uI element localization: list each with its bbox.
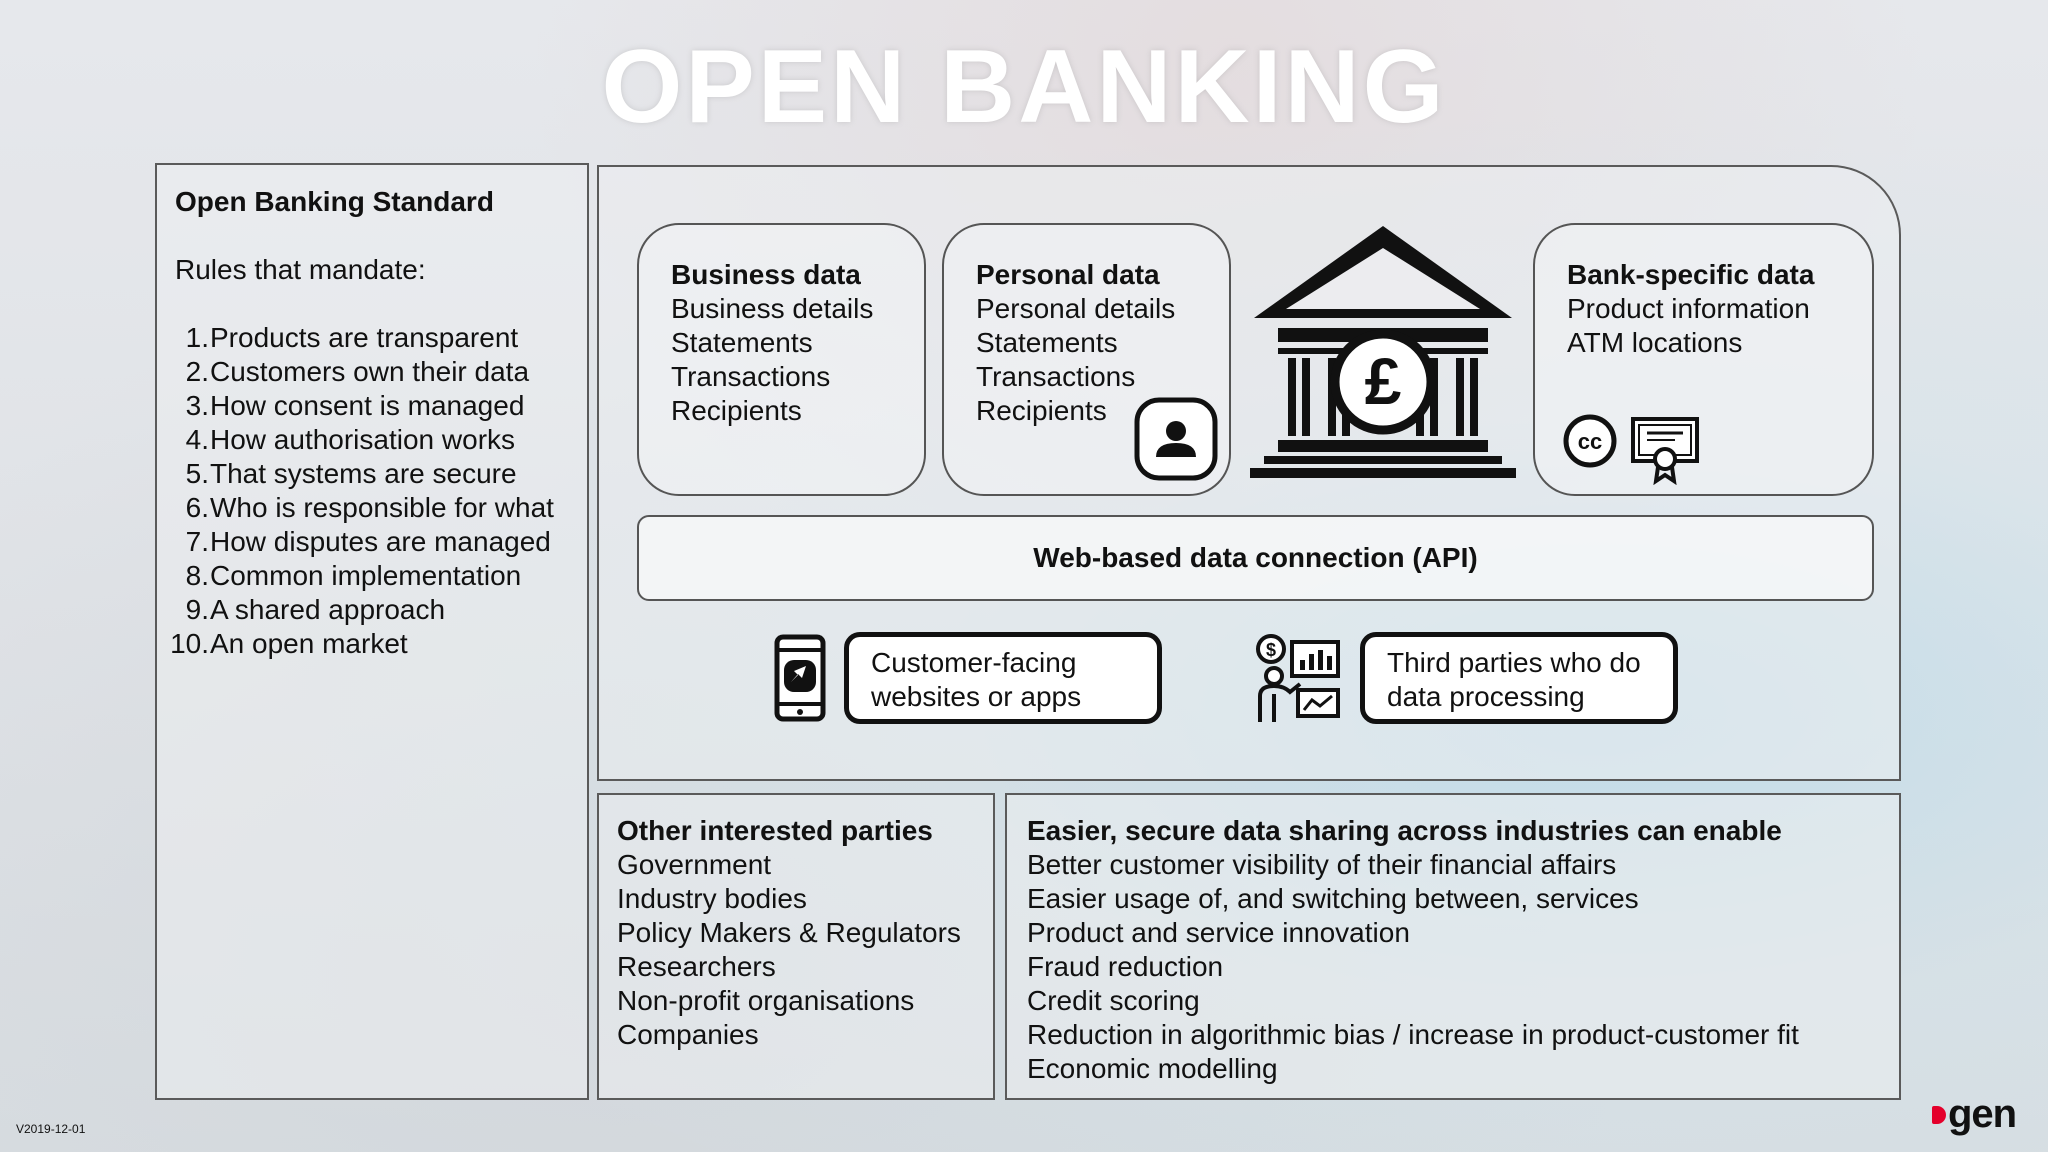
rule-item: 9.A shared approach — [157, 593, 587, 627]
rule-text: An open market — [210, 628, 408, 659]
rule-text: A shared approach — [210, 594, 446, 625]
customer-apps-line2: websites or apps — [871, 681, 1082, 712]
other-parties-item: Industry bodies — [617, 883, 807, 914]
personal-data-item: Recipients — [976, 395, 1107, 426]
rule-item: 6.Who is responsible for what — [157, 491, 587, 525]
rule-number: 6. — [185, 492, 209, 523]
rule-item: 10.An open market — [157, 627, 587, 661]
benefits-item: Credit scoring — [1027, 985, 1200, 1016]
customer-apps-box: Customer-facing websites or apps — [844, 632, 1162, 724]
bank-data-card: Bank-specific data Product information A… — [1533, 223, 1874, 496]
standard-panel: Open Banking Standard Rules that mandate… — [155, 163, 589, 1100]
rule-text: That systems are secure — [210, 458, 517, 489]
personal-data-card: Personal data Personal details Statement… — [942, 223, 1231, 496]
pound-symbol: £ — [1365, 344, 1402, 418]
rule-number: 2. — [185, 356, 209, 387]
rule-number: 1. — [185, 322, 209, 353]
bank-data-item: Product information — [1567, 293, 1810, 324]
rule-item: 2.Customers own their data — [157, 355, 587, 389]
rule-number: 7. — [185, 526, 209, 557]
rule-number: 3. — [185, 390, 209, 421]
other-parties-item: Non-profit organisations — [617, 985, 915, 1016]
standard-heading: Open Banking Standard — [175, 186, 494, 217]
rule-text: Who is responsible for what — [210, 492, 554, 523]
business-data-item: Transactions — [671, 361, 831, 392]
rule-number: 5. — [185, 458, 209, 489]
business-data-item: Recipients — [671, 395, 802, 426]
customer-apps-line1: Customer-facing — [871, 647, 1077, 678]
other-parties-item: Companies — [617, 1019, 759, 1050]
benefits-item: Easier usage of, and switching between, … — [1027, 883, 1639, 914]
api-bar: Web-based data connection (API) — [637, 515, 1874, 601]
business-data-item: Statements — [671, 327, 813, 358]
person-icon — [1134, 397, 1218, 481]
personal-data-item: Transactions — [976, 361, 1136, 392]
rule-number: 8. — [185, 560, 209, 591]
cc-label: cc — [1578, 429, 1602, 454]
rule-item: 4.How authorisation works — [157, 423, 587, 457]
third-parties-box: Third parties who do data processing — [1360, 632, 1678, 724]
phone-app-icon — [774, 634, 826, 722]
rule-item: 7.How disputes are managed — [157, 525, 587, 559]
brand-logo: gen — [1928, 1092, 2028, 1140]
api-label: Web-based data connection (API) — [1033, 542, 1478, 573]
personal-data-heading: Personal data — [976, 259, 1160, 290]
other-parties-heading: Other interested parties — [617, 815, 933, 846]
personal-data-item: Statements — [976, 327, 1118, 358]
benefits-item: Product and service innovation — [1027, 917, 1410, 948]
personal-data-item: Personal details — [976, 293, 1176, 324]
version-label: V2019-12-01 — [16, 1122, 86, 1136]
benefits-item: Fraud reduction — [1027, 951, 1224, 982]
other-parties-item: Government — [617, 849, 772, 880]
rule-text: How authorisation works — [210, 424, 516, 455]
benefits-item: Reduction in algorithmic bias / increase… — [1027, 1019, 1799, 1050]
rule-text: How disputes are managed — [210, 526, 551, 557]
business-data-heading: Business data — [671, 259, 861, 290]
third-parties-line1: Third parties who do — [1387, 647, 1641, 678]
svg-text:$: $ — [1266, 640, 1276, 660]
bank-data-item: ATM locations — [1567, 327, 1743, 358]
business-data-item: Business details — [671, 293, 874, 324]
bank-building-icon: £ — [1250, 226, 1516, 478]
rule-number: 4. — [185, 424, 209, 455]
benefits-item: Economic modelling — [1027, 1053, 1278, 1084]
other-parties-panel: Other interested parties Government Indu… — [597, 793, 995, 1100]
certificate-icon — [1631, 417, 1699, 485]
other-parties-item: Policy Makers & Regulators — [617, 917, 961, 948]
benefits-item: Better customer visibility of their fina… — [1027, 849, 1617, 880]
rule-item: 1.Products are transparent — [157, 321, 587, 355]
rule-item: 5.That systems are secure — [157, 457, 587, 491]
rule-item: 3.How consent is managed — [157, 389, 587, 423]
benefits-panel: Easier, secure data sharing across indus… — [1005, 793, 1901, 1100]
business-data-card: Business data Business details Statement… — [637, 223, 926, 496]
rule-text: How consent is managed — [210, 390, 525, 421]
rule-number: 9. — [185, 594, 209, 625]
other-parties-item: Researchers — [617, 951, 776, 982]
benefits-heading: Easier, secure data sharing across indus… — [1027, 815, 1782, 846]
data-analyst-icon: $ — [1256, 634, 1340, 722]
brand-text: gen — [1948, 1092, 2017, 1136]
brand-mark-icon — [1932, 1106, 1946, 1124]
rule-text: Products are transparent — [210, 322, 519, 353]
standard-intro: Rules that mandate: — [175, 254, 426, 285]
bank-data-heading: Bank-specific data — [1567, 259, 1815, 290]
rule-text: Customers own their data — [210, 356, 530, 387]
creative-commons-icon: cc — [1563, 414, 1617, 468]
rule-text: Common implementation — [210, 560, 522, 591]
rule-number: 10. — [170, 628, 209, 659]
page-title: OPEN BANKING — [601, 29, 1447, 145]
third-parties-line2: data processing — [1387, 681, 1585, 712]
rule-item: 8.Common implementation — [157, 559, 587, 593]
